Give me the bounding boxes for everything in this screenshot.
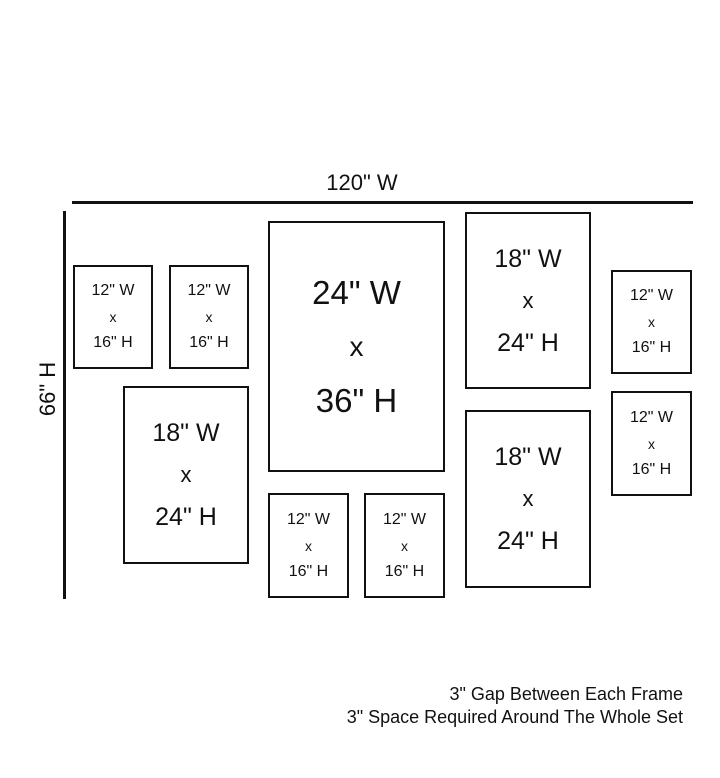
frame-width: 12" W (629, 287, 674, 304)
frame-times: x (180, 462, 192, 487)
frame-width: 12" W (629, 408, 674, 426)
frame-width: 24" W (312, 273, 401, 311)
frame-width: 12" W (91, 282, 135, 299)
frame-24x36: 24" W x 36" H (268, 221, 445, 472)
width-dimension-line (72, 201, 693, 204)
frame-times: x (205, 309, 213, 325)
frame-12x16: 12" W x 16" H (611, 270, 692, 374)
frame-height: 16" H (189, 334, 229, 351)
frame-12x16: 12" W x 16" H (73, 265, 153, 369)
frame-times: x (522, 486, 534, 511)
frame-times: x (349, 330, 364, 362)
width-label: 120" W (326, 170, 398, 195)
frame-height: 16" H (631, 460, 672, 478)
frame-height: 16" H (631, 339, 672, 356)
frame-width: 12" W (187, 282, 231, 299)
height-label: 66" H (35, 361, 60, 417)
height-dimension-line (63, 211, 66, 599)
frame-width: 18" W (494, 443, 562, 471)
frame-18x24: 18" W x 24" H (123, 386, 249, 564)
frame-height: 16" H (288, 562, 329, 580)
gap-note: 3" Gap Between Each Frame (449, 684, 683, 704)
frame-18x24: 18" W x 24" H (465, 410, 591, 588)
space-note: 3" Space Required Around The Whole Set (346, 707, 683, 727)
frame-width: 18" W (152, 419, 220, 447)
frame-12x16: 12" W x 16" H (268, 493, 349, 598)
frame-height: 16" H (384, 562, 425, 580)
frame-times: x (109, 309, 117, 325)
frame-times: x (305, 537, 312, 554)
frame-width: 12" W (286, 510, 331, 528)
frame-12x16: 12" W x 16" H (169, 265, 249, 369)
frame-12x16: 12" W x 16" H (611, 391, 692, 496)
frame-height: 16" H (93, 334, 133, 351)
frame-width: 12" W (382, 510, 427, 528)
frame-height: 24" H (155, 503, 217, 531)
frame-height: 24" H (497, 527, 559, 555)
frame-times: x (648, 314, 655, 330)
frame-12x16: 12" W x 16" H (364, 493, 445, 598)
frame-times: x (522, 287, 534, 313)
frame-18x24: 18" W x 24" H (465, 212, 591, 389)
frame-width: 18" W (494, 244, 562, 273)
frame-times: x (648, 435, 655, 452)
frame-times: x (401, 537, 408, 554)
frame-height: 36" H (315, 381, 398, 419)
frame-height: 24" H (497, 328, 559, 357)
